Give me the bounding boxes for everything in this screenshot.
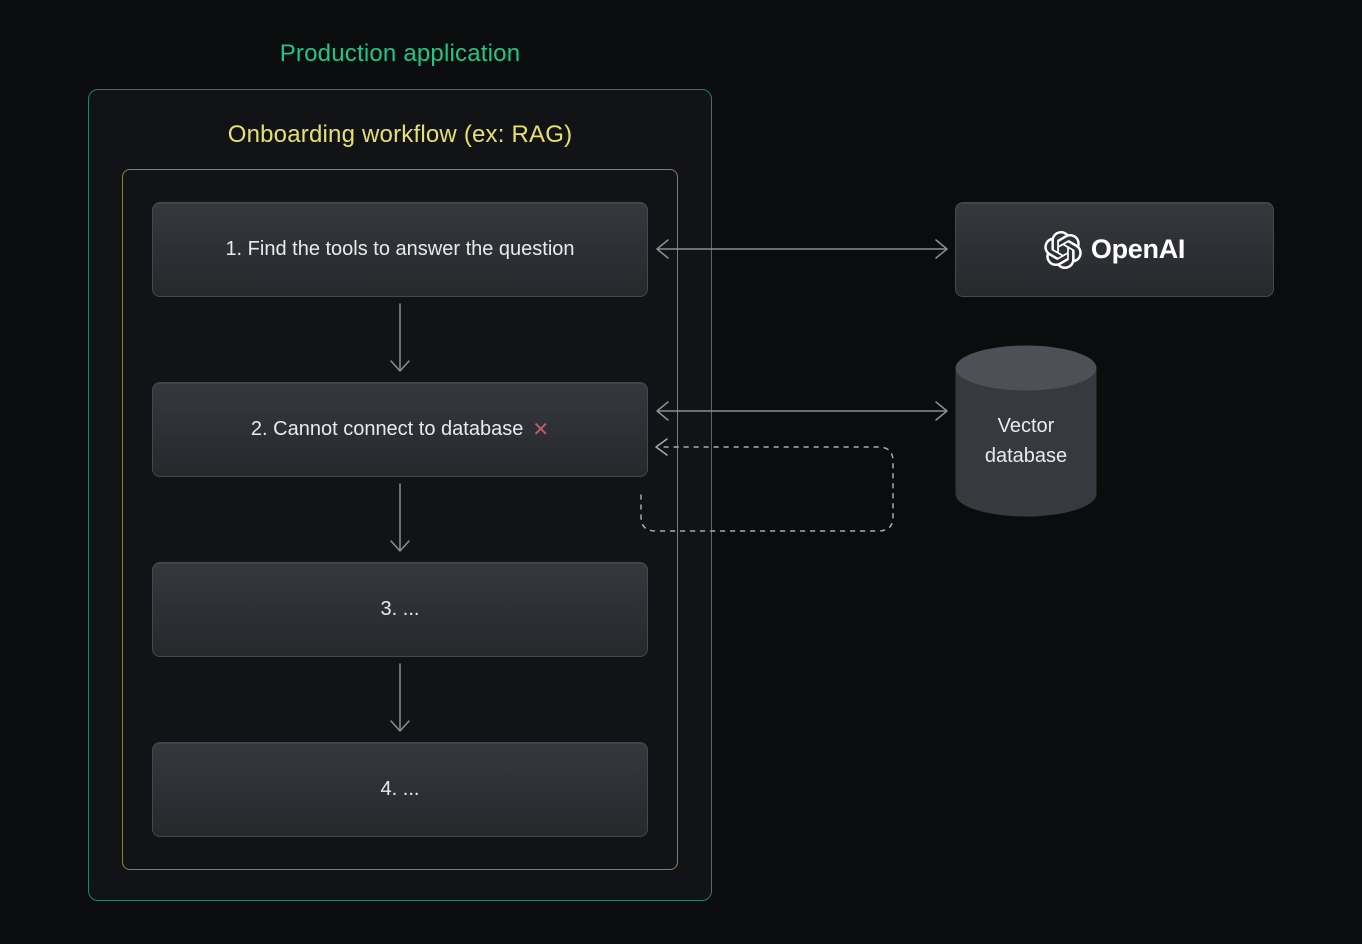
vector-database-node: Vector database [955,345,1097,517]
production-application-title: Production application [279,40,521,67]
onboarding-workflow-title: Onboarding workflow (ex: RAG) [227,121,573,148]
step-box-3: 3. ... [152,562,648,657]
step-2-label: 2. Cannot connect to database [250,418,524,440]
step-box-2: 2. Cannot connect to database ✕ [152,382,648,477]
step-4-label: 4. ... [380,778,420,800]
step-box-4: 4. ... [152,742,648,837]
step-3-label: 3. ... [380,598,420,620]
openai-node: OpenAI [955,202,1274,297]
step-1-label: 1. Find the tools to answer the question [225,238,575,260]
database-cylinder-icon [955,345,1097,517]
error-x-icon: ✕ [532,419,550,441]
step-box-1: 1. Find the tools to answer the question [152,202,648,297]
openai-wordmark: OpenAI [1090,234,1186,264]
vector-database-label: Vector database [984,415,1068,467]
openai-logo-icon [1044,230,1082,269]
